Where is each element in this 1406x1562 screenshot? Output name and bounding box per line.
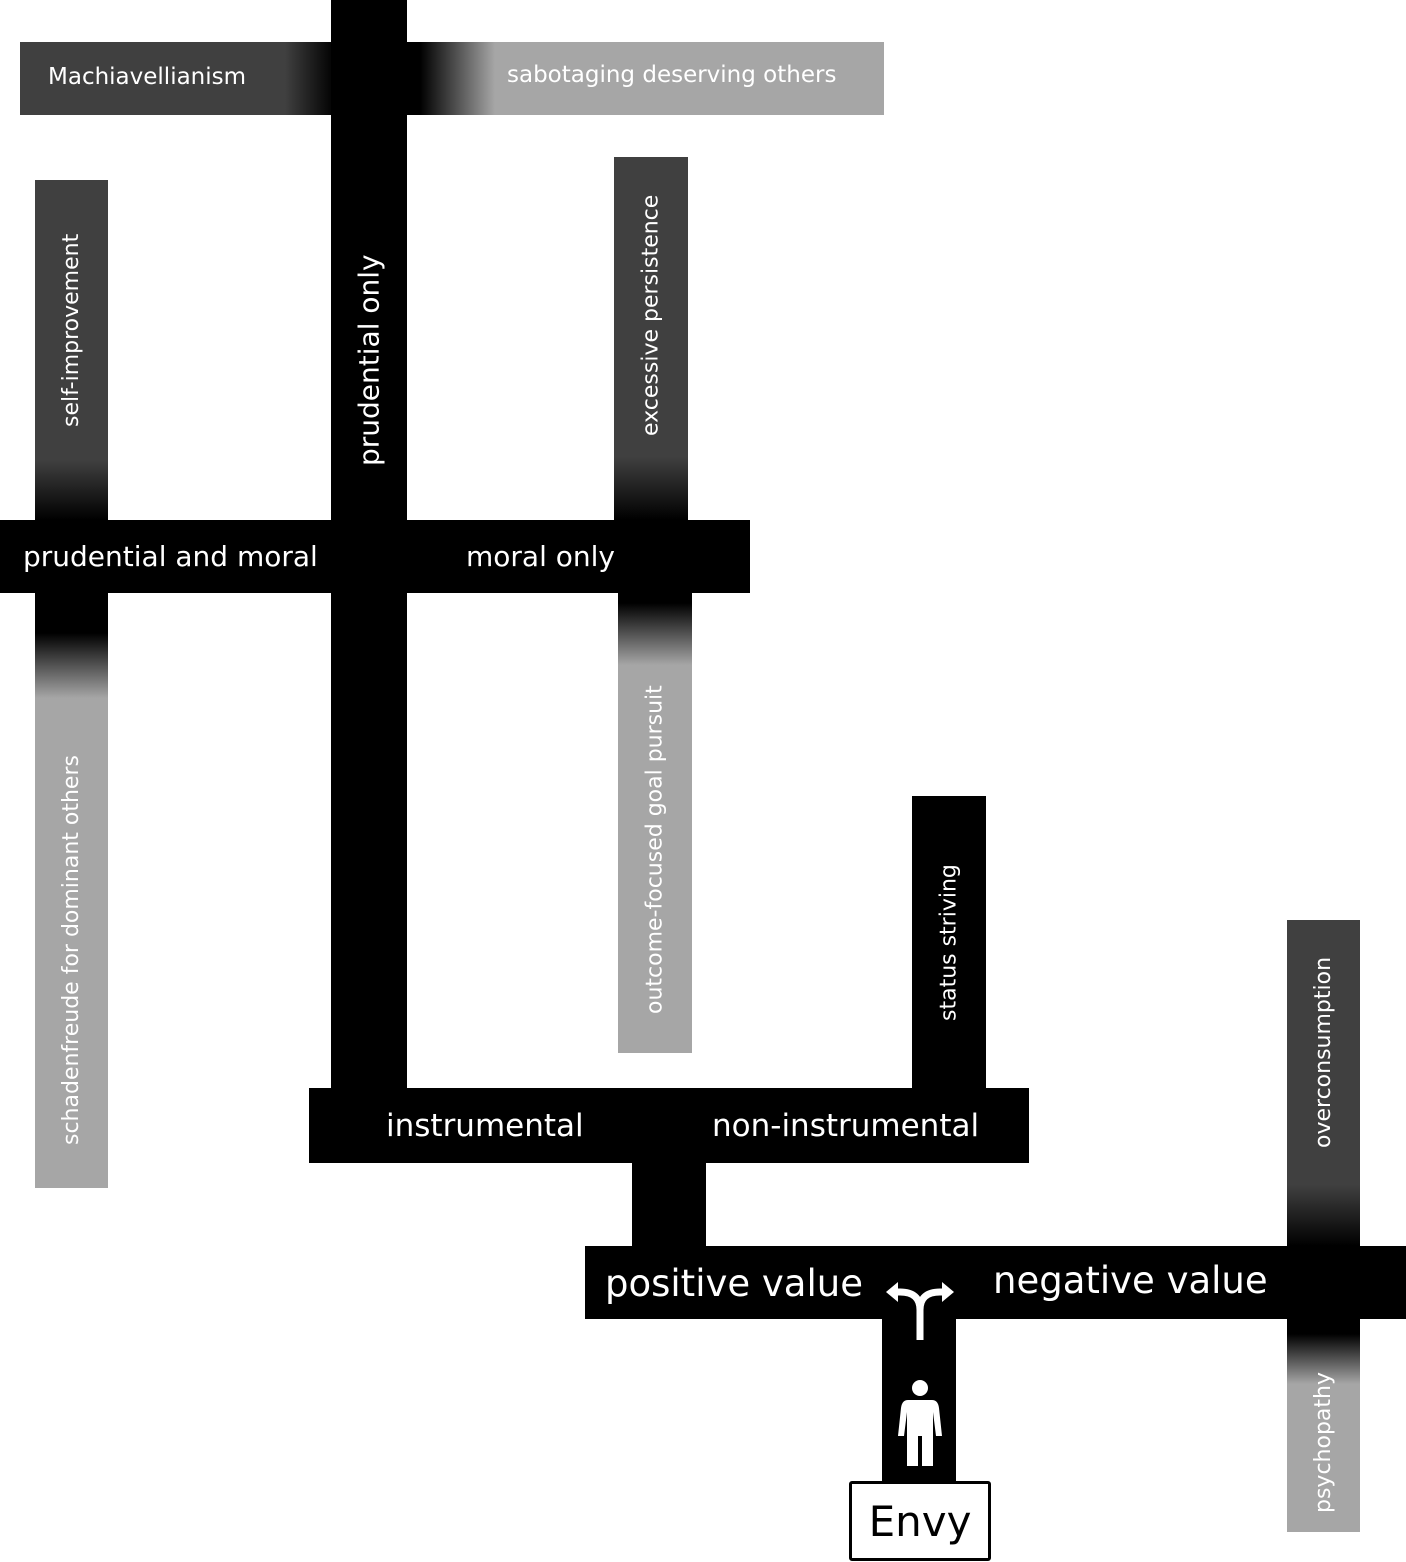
psychopathy-bar [1287, 1319, 1360, 1532]
prudential-and-moral-label: prudential and moral [23, 540, 318, 573]
negative-value-label: negative value [993, 1259, 1268, 1302]
schadenfreude-label: schadenfreude for dominant others [59, 755, 84, 1145]
benefit-branch-bar [0, 520, 750, 593]
sabotaging-label: sabotaging deserving others [507, 62, 837, 88]
prudential-only-label: prudential only [352, 254, 386, 466]
fork-arrow-icon [886, 1282, 954, 1340]
excessive-persistence-bar [614, 157, 688, 520]
instrumental-label: instrumental [386, 1108, 584, 1144]
status-striving-label: status striving [936, 864, 962, 1021]
excessive-persistence-label: excessive persistence [638, 194, 664, 436]
psychopathy-label: psychopathy [1311, 1372, 1336, 1513]
value-branch-bar [585, 1246, 1406, 1319]
outcome-focused-label: outcome-focused goal pursuit [642, 685, 668, 1015]
person-icon [898, 1380, 942, 1466]
self-improvement-label: self-improvement [59, 233, 84, 427]
machiavellianism-label: Machiavellianism [48, 64, 247, 90]
overconsumption-label: overconsumption [1311, 956, 1336, 1149]
self-improvement-bar [35, 180, 108, 520]
overconsumption-bar [1287, 920, 1360, 1246]
positive-value-label: positive value [605, 1262, 863, 1305]
envy-label: Envy [868, 1496, 972, 1546]
instrumentality-branch-bar [309, 1088, 1029, 1163]
machiavellianism-bar [20, 42, 340, 115]
schadenfreude-bar [35, 593, 108, 1188]
status-striving-bar [912, 796, 986, 1092]
moral-only-label: moral only [466, 540, 615, 573]
envy-box: Envy [849, 1481, 991, 1561]
non-instrumental-label: non-instrumental [712, 1108, 980, 1144]
sabotaging-bar [400, 42, 884, 115]
connector-path [632, 1160, 706, 1250]
outcome-focused-bar [618, 593, 692, 1053]
